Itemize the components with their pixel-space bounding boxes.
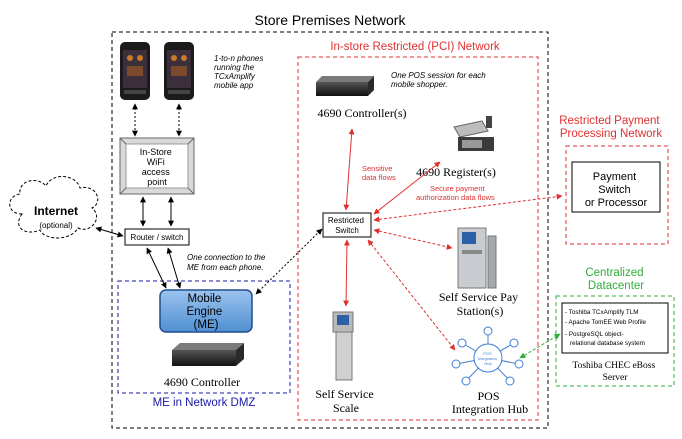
- internet-label: Internet: [34, 204, 78, 218]
- internet-sublabel: (optional): [39, 221, 73, 230]
- datacenter-label: Centralized Datacenter: [585, 267, 646, 292]
- mobile-engine-label: Mobile Engine (ME): [186, 293, 225, 331]
- smartphone-icon: [164, 42, 194, 100]
- server-components: - Toshiba TCxAmplify TLM - Apache TomEE …: [565, 309, 648, 347]
- dmz-controller-label: 4690 Controller: [164, 375, 240, 389]
- sensitive-flows-label: Sensitive data flows: [362, 164, 396, 182]
- hub-icon-text: POS Integration Hub: [478, 351, 498, 366]
- payment-switch-label: Payment Switch or Processor: [585, 171, 648, 209]
- restricted-switch: [322, 212, 372, 238]
- pay-station-label: Self Service Pay Station(s): [439, 290, 521, 318]
- wifi-label: In-Store WiFi access point: [140, 147, 175, 187]
- scale-kiosk-icon: [332, 311, 354, 381]
- mobile-engine: [159, 289, 253, 333]
- pos-session-note: One POS session for each mobile shopper.: [391, 71, 488, 89]
- kiosk-icon: [457, 227, 497, 289]
- dmz-label: ME in Network DMZ: [153, 397, 256, 409]
- switch-scale-link: [343, 239, 350, 307]
- datacenter-boundary: [555, 295, 675, 387]
- controller-hardware-icon: [316, 76, 374, 96]
- wifi-access-point: [119, 137, 195, 195]
- dmz-boundary: [117, 280, 291, 394]
- smartphone-icon: [120, 42, 150, 100]
- cash-register-icon: [453, 116, 494, 151]
- diagram-title: Store Premises Network: [255, 12, 407, 28]
- router-switch: [124, 228, 190, 246]
- hub-datacenter-link: [519, 333, 561, 359]
- me-switch-link: [255, 228, 323, 295]
- secure-flows-label: Secure payment authorization data flows: [416, 184, 495, 202]
- payment-network-label: Restricted Payment Processing Network: [559, 115, 663, 140]
- hub-network-icon: [451, 326, 524, 386]
- register-label: 4690 Register(s): [416, 165, 496, 179]
- scale-label: Self Service Scale: [315, 387, 376, 415]
- phones-note: 1-to-n phones running the TCxAmplify mob…: [214, 54, 266, 90]
- switch-controller-link: [343, 128, 355, 211]
- router-me-link: [146, 247, 167, 289]
- controller-hardware-icon: [172, 343, 244, 366]
- router-label: Router / switch: [131, 233, 184, 242]
- payment-switch: [571, 161, 661, 213]
- internet-router-link: [95, 226, 124, 238]
- pci-zone-label: In-store Restricted (PCI) Network: [330, 41, 500, 53]
- switch-payment-link: [373, 193, 563, 223]
- payment-network-boundary: [565, 145, 669, 245]
- eboss-server-box: [561, 302, 669, 354]
- internet-cloud: [9, 176, 99, 239]
- switch-hub-link: [367, 239, 456, 351]
- switch-paystation-link: [373, 228, 453, 250]
- hub-label: POS Integration Hub: [452, 389, 528, 416]
- restricted-switch-label: Restricted Switch: [328, 216, 366, 235]
- controllers-label: 4690 Controller(s): [318, 106, 407, 120]
- server-label: Toshiba CHEC eBoss Server: [572, 361, 657, 383]
- me-connection-note: One connection to the ME from each phone…: [187, 253, 268, 272]
- router-me-link: [166, 247, 182, 289]
